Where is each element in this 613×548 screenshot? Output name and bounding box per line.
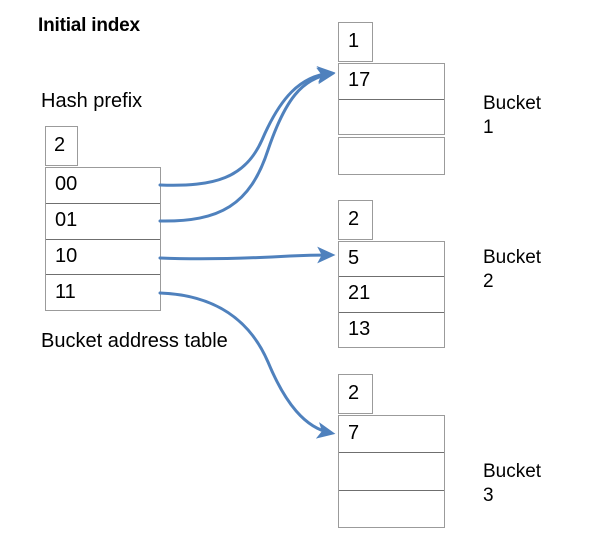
bucket-1-slot-2[interactable] — [338, 137, 445, 175]
bucket-3-slot-0[interactable]: 7 — [339, 416, 444, 454]
bucket-3-local-depth-value: 2 — [348, 382, 360, 405]
hash-prefix-label: Hash prefix — [41, 90, 143, 112]
bucket-1-table: 17 — [338, 63, 445, 135]
connector-11-to-bucket-3 — [158, 291, 336, 439]
bucket-1-local-depth-value: 1 — [348, 30, 360, 53]
bucket-1-slot-0[interactable]: 17 — [339, 64, 444, 100]
bucket-2-local-depth-box: 2 — [338, 200, 373, 240]
bucket-2-slot-1[interactable]: 21 — [339, 277, 444, 313]
bucket-2-slot-0[interactable]: 5 — [339, 242, 444, 278]
bucket-3-local-depth-box: 2 — [338, 374, 373, 414]
bucket-1-label: Bucket 1 — [483, 93, 542, 138]
bat-key-00: 00 — [55, 173, 78, 196]
bucket-address-table: 00 01 10 11 — [45, 167, 161, 311]
bucket-2-value-0: 5 — [348, 247, 360, 270]
bucket-3-table: 7 — [338, 415, 445, 528]
bucket-1-local-depth-box: 1 — [338, 22, 373, 62]
bucket-3-slot-2[interactable] — [339, 491, 444, 527]
bucket-2-local-depth-value: 2 — [348, 208, 360, 231]
connector-10-to-bucket-2 — [158, 246, 336, 264]
connector-00-to-bucket-1 — [158, 65, 336, 187]
bat-key-01: 01 — [55, 209, 78, 232]
bucket-2-value-2: 13 — [348, 317, 371, 340]
bucket-1-value-0: 17 — [348, 69, 371, 92]
bat-row-01[interactable]: 01 — [46, 204, 160, 240]
page-title: Initial index — [38, 15, 140, 36]
connector-01-to-bucket-1 — [158, 67, 336, 223]
bucket-2-table: 5 21 13 — [338, 241, 445, 348]
bucket-1-slot-1[interactable] — [339, 100, 444, 135]
bucket-3-value-0: 7 — [348, 422, 360, 445]
bucket-3-label: Bucket 3 — [483, 461, 542, 506]
bat-row-10[interactable]: 10 — [46, 240, 160, 276]
bat-row-00[interactable]: 00 — [46, 168, 160, 204]
bucket-2-slot-2[interactable]: 13 — [339, 313, 444, 347]
bat-key-11: 11 — [55, 280, 76, 303]
bucket-2-value-1: 21 — [348, 282, 371, 305]
bucket-2-label: Bucket 2 — [483, 247, 542, 292]
bat-key-10: 10 — [55, 244, 78, 267]
global-depth-value: 2 — [54, 134, 66, 157]
global-depth-box: 2 — [45, 126, 78, 166]
bucket-address-table-label: Bucket address table — [41, 330, 228, 352]
bat-row-11[interactable]: 11 — [46, 275, 160, 310]
bucket-3-slot-1[interactable] — [339, 453, 444, 491]
